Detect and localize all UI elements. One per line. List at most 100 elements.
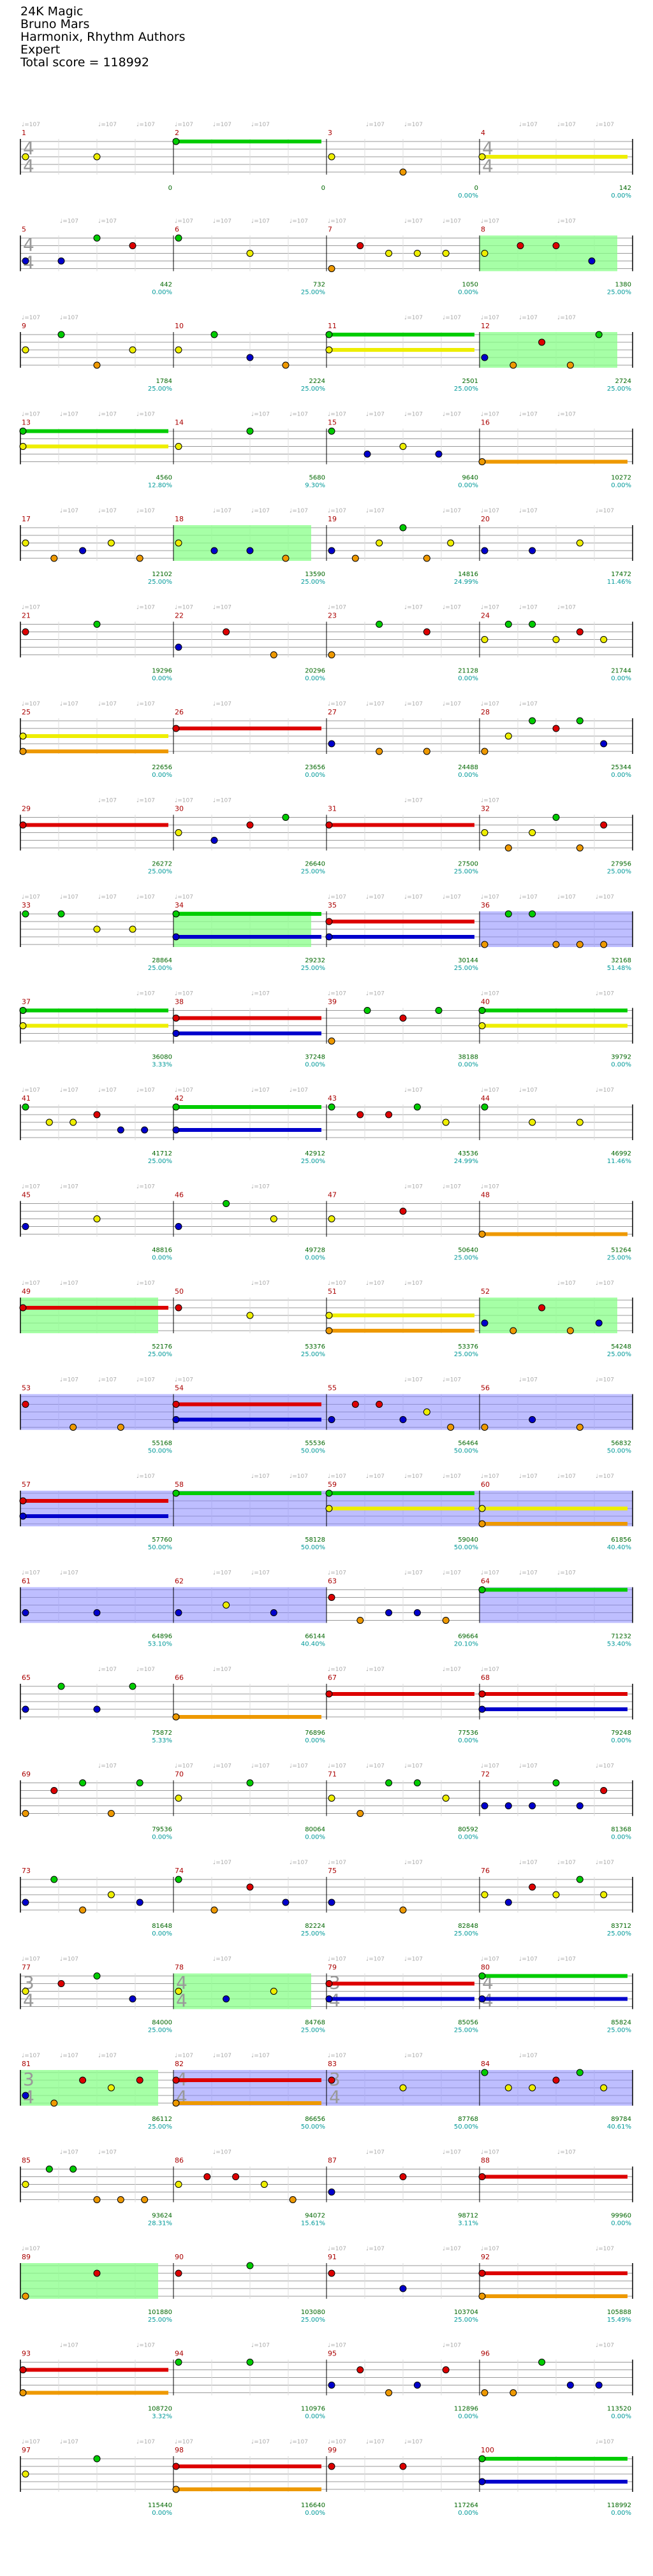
tempo-marker: ♩=107 [596, 1763, 614, 1770]
note [478, 1690, 486, 1698]
time-signature-top: 3 [23, 2069, 34, 2090]
note [356, 1111, 364, 1118]
tempo-marker: ♩=107 [175, 2439, 193, 2445]
note [325, 1489, 333, 1497]
star-power-section [480, 235, 617, 271]
tempo-marker: ♩=107 [328, 2053, 346, 2059]
measure-percent: 25.00% [301, 2317, 325, 2324]
note [399, 1416, 407, 1423]
note [504, 844, 512, 851]
tempo-marker: ♩=107 [443, 1184, 461, 1190]
measure-percent: 28.31% [148, 2220, 172, 2227]
note [223, 628, 230, 635]
note [22, 1899, 29, 1906]
tempo-marker: ♩=107 [481, 508, 499, 514]
note [478, 1231, 486, 1238]
note [19, 2389, 27, 2396]
measure-percent: 53.40% [607, 1641, 631, 1648]
tempo-marker: ♩=107 [519, 894, 538, 901]
measure-number: 84 [481, 2060, 490, 2068]
note [595, 2382, 603, 2389]
note [552, 814, 560, 821]
tempo-marker: ♩=107 [328, 1860, 346, 1866]
tempo-marker: ♩=107 [366, 1763, 385, 1770]
note [93, 1705, 101, 1713]
note [325, 1995, 333, 2002]
note [481, 748, 488, 755]
measure-score: 103080 [301, 2309, 325, 2316]
note [117, 2196, 124, 2203]
measure-percent: 25.00% [301, 289, 325, 296]
tempo-marker: ♩=107 [557, 122, 576, 128]
measure-number: 98 [175, 2446, 184, 2454]
note [22, 1223, 29, 1230]
note [576, 539, 583, 547]
measure-percent: 25.00% [607, 1255, 631, 1262]
tempo-marker: ♩=107 [443, 1473, 461, 1480]
tempo-marker: ♩=107 [481, 991, 499, 997]
measure-percent: 25.00% [607, 1351, 631, 1358]
tempo-marker: ♩=107 [22, 2053, 40, 2059]
note [79, 1906, 87, 1914]
note [588, 257, 596, 264]
tempo-marker: ♩=107 [596, 508, 614, 514]
note [246, 354, 254, 361]
note [328, 2269, 335, 2277]
note [552, 1779, 560, 1786]
measure-number: 21 [22, 612, 31, 620]
note [70, 2166, 77, 2173]
tempo-marker: ♩=107 [328, 1280, 346, 1287]
note [246, 547, 254, 554]
measure-score: 9640 [462, 475, 478, 482]
measure-score: 55168 [152, 1440, 172, 1447]
measure-percent: 0.00% [611, 2413, 631, 2420]
note [399, 443, 407, 450]
measure-score: 43536 [458, 1150, 478, 1157]
measure-percent: 0.00% [611, 482, 631, 489]
tempo-marker: ♩=107 [213, 1667, 231, 1673]
measure-score: 80592 [458, 1827, 478, 1834]
measure-number: 62 [175, 1577, 184, 1586]
measure-number: 5 [22, 226, 26, 234]
measure-score: 1380 [615, 282, 631, 289]
measure-percent: 25.00% [148, 869, 172, 876]
measure-percent: 25.00% [607, 386, 631, 393]
measure-percent: 51.48% [607, 965, 631, 972]
tempo-marker: ♩=107 [404, 1860, 423, 1866]
measure-score: 19296 [152, 668, 172, 675]
note [481, 829, 488, 836]
tempo-marker: ♩=107 [98, 122, 117, 128]
tempo-marker: ♩=107 [175, 1763, 193, 1770]
note [107, 1891, 115, 1899]
note [141, 1126, 149, 1134]
note [576, 1118, 583, 1126]
note [328, 2076, 335, 2084]
measure-number: 31 [328, 805, 337, 813]
tempo-marker: ♩=107 [443, 2343, 461, 2349]
measure-percent: 11.46% [607, 1158, 631, 1165]
time-signature-bottom: 4 [482, 156, 494, 177]
tempo-marker: ♩=107 [251, 1184, 270, 1190]
measure-number: 3 [328, 129, 332, 137]
note [328, 1416, 335, 1423]
note [93, 153, 101, 161]
note [600, 821, 608, 829]
measure-score: 113520 [607, 2406, 631, 2413]
tempo-marker: ♩=107 [481, 1473, 499, 1480]
tempo-marker: ♩=107 [175, 894, 193, 901]
tempo-marker: ♩=107 [443, 1570, 461, 1577]
measure-score: 61856 [611, 1537, 631, 1544]
note [172, 138, 180, 145]
measure-score: 28864 [152, 957, 172, 964]
measure-percent: 25.00% [148, 965, 172, 972]
note [57, 910, 65, 918]
measure-number: 29 [22, 805, 31, 813]
star-power-section [480, 1298, 617, 1333]
tempo-marker: ♩=107 [596, 2343, 614, 2349]
tempo-marker: ♩=107 [328, 2439, 346, 2445]
measure-number: 38 [175, 998, 184, 1006]
measure-score: 56832 [611, 1440, 631, 1447]
measure-number: 42 [175, 1094, 184, 1103]
tempo-marker: ♩=107 [481, 2150, 499, 2156]
tempo-marker: ♩=107 [175, 219, 193, 225]
